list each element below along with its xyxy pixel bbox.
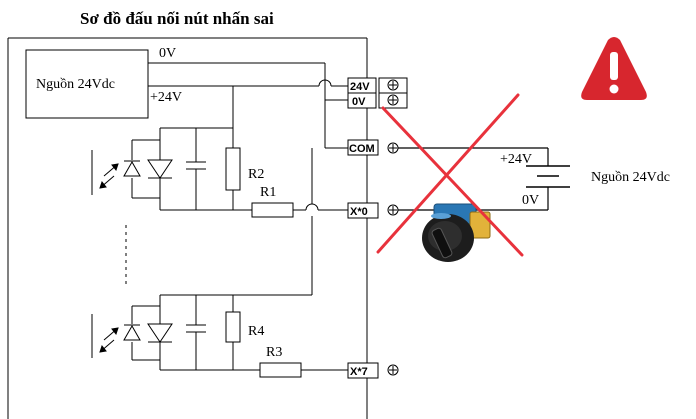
lower-optocoupler [91,295,241,370]
external-supply-label: Nguồn 24Vdc [591,170,670,185]
external-plus24v-label: +24V [500,152,532,167]
warning-triangle-icon [581,37,647,100]
terminal-24v-label: 24V [350,81,370,93]
selector-switch-icon [422,203,491,262]
internal-wiring [148,62,348,371]
resistor-r3-label: R3 [266,345,282,360]
internal-0v-label: 0V [159,46,176,61]
diagram-title: Sơ đồ đấu nối nút nhấn sai [80,9,274,28]
resistor-r3 [259,362,302,378]
terminal-x0-label: X*0 [350,206,368,218]
resistor-r1 [251,202,294,218]
terminal-x7-label: X*7 [350,366,368,378]
internal-supply-label: Nguồn 24Vdc [36,77,115,92]
internal-power-supply: Nguồn 24Vdc 0V +24V [25,46,182,119]
wrong-wiring-cross [376,93,524,257]
resistor-r1-label: R1 [260,185,276,200]
terminal-0v-label: 0V [352,96,366,108]
terminal-com-label: COM [349,143,375,155]
upper-optocoupler [91,128,241,210]
resistor-r2-label: R2 [248,167,264,182]
resistor-r4-label: R4 [248,324,264,339]
terminal-block [347,77,408,379]
external-0v-label: 0V [522,193,539,208]
internal-plus24v-label: +24V [150,90,182,105]
